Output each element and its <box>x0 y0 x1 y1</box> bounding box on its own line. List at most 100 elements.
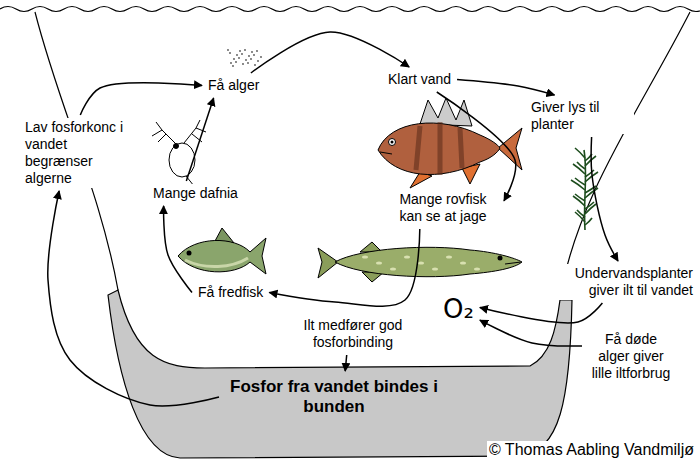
fish-eye <box>391 141 394 144</box>
fish-mouth <box>380 152 392 154</box>
cycle-arrow <box>437 92 516 201</box>
sediment-label: Fosfor fra vandet bindes i bunden <box>222 374 446 420</box>
fish-spot <box>376 261 382 264</box>
fish-spot <box>404 255 410 258</box>
node-text: O₂ <box>443 294 474 324</box>
plant-leaf <box>585 202 594 209</box>
node-text: Ilt medfører god fosforbinding <box>293 317 413 351</box>
fish-body <box>378 123 500 175</box>
perch-fish <box>378 98 522 188</box>
node-text: Mange dafnia <box>153 185 238 202</box>
algae-dot <box>233 58 235 60</box>
algae-dot <box>254 64 256 66</box>
lake-shore <box>560 12 690 300</box>
cycle-label: Ilt medfører god fosforbinding <box>290 316 416 352</box>
fish-eye <box>498 256 503 261</box>
fish-spots <box>362 255 480 270</box>
cycle-label: Få alger <box>205 76 262 95</box>
cycle-label: Undervandsplanter giver ilt til vandet <box>540 264 696 300</box>
cycle-label: Få fredfisk <box>195 283 266 302</box>
fish-eye <box>389 139 396 146</box>
node-text: Få fredfisk <box>198 284 263 301</box>
plant-leaf <box>573 196 585 206</box>
cycle-arrow <box>164 206 192 293</box>
fish-spot <box>446 255 452 258</box>
cycle-arrow <box>48 191 219 406</box>
algae-dot <box>247 62 249 64</box>
cycle-arrow <box>480 303 603 323</box>
plant-leaf <box>575 212 585 222</box>
copyright-note: © Thomas Aabling Vandmiljø <box>487 441 696 459</box>
plant-leaf <box>585 204 596 214</box>
cycle-arrow <box>80 83 202 115</box>
cycle-arrow <box>186 98 213 181</box>
fish-body <box>178 238 266 274</box>
fish-spot <box>362 255 368 258</box>
water-surface <box>0 7 700 12</box>
algae-dot <box>241 53 243 55</box>
plant-leaf <box>573 164 585 174</box>
daphnia <box>152 120 206 186</box>
fish-spot <box>418 261 424 264</box>
node-text: Få døde alger giver lille iltforbrug <box>588 331 674 382</box>
algae-dot <box>260 56 262 58</box>
algae-dot <box>229 52 231 54</box>
fish-spot <box>432 267 438 270</box>
fish-tail <box>498 128 522 170</box>
cycle-arrow <box>480 320 582 346</box>
cycle-label: Mange dafnia <box>150 184 241 203</box>
fish-belly <box>185 258 248 267</box>
cycle-label: Giver lys til planter <box>528 98 634 134</box>
algae-dot <box>248 55 250 57</box>
roach-fish <box>178 228 266 274</box>
daphnia-body <box>169 143 195 177</box>
algae-dot <box>245 59 247 61</box>
algae-dot <box>238 57 240 59</box>
plant-leaf <box>575 148 585 158</box>
cycle-label: Få døde alger giver lille iltforbrug <box>585 330 677 383</box>
algae-dot <box>239 50 241 52</box>
cycle-label: Lav fosforkonc i vandet begrænser algern… <box>22 118 128 188</box>
cycle-label: Klart vand <box>385 70 454 89</box>
algae-dot <box>235 61 237 63</box>
algae-dot <box>236 54 238 56</box>
cycle-arrow <box>269 229 419 306</box>
algae-dots <box>227 49 262 67</box>
node-text: Klart vand <box>388 71 451 88</box>
node-text: Undervandsplanter giver ilt til vandet <box>543 265 693 299</box>
algae-dot <box>256 50 258 52</box>
cycle-arrow <box>591 137 618 261</box>
algae-dot <box>257 60 259 62</box>
plant-leaf <box>571 180 585 190</box>
node-text: Fosfor fra vandet bindes i bunden <box>230 377 438 417</box>
algae-dot <box>244 49 246 51</box>
node-text: Få alger <box>208 77 259 94</box>
algae-dot <box>230 62 232 64</box>
algae-dot <box>232 65 234 67</box>
fish-mouth <box>505 262 521 264</box>
node-text: Lav fosforkonc i vandet begrænser algern… <box>25 119 125 187</box>
algae-dot <box>250 58 252 60</box>
cycle-arrow <box>457 80 554 96</box>
fish-spot <box>460 261 466 264</box>
oxygen-symbol: O₂ <box>440 293 477 325</box>
fish-spot <box>474 267 480 270</box>
node-text: Mange rovfisk kan se at jage <box>388 191 498 225</box>
sediment-band <box>108 290 572 458</box>
fish-fin <box>420 98 472 126</box>
fish-eye <box>187 251 192 256</box>
fish-spot <box>390 267 396 270</box>
pike-fish <box>318 242 522 282</box>
daphnia-antennae <box>152 120 206 186</box>
algae-dot <box>227 49 229 51</box>
cycle-label: Mange rovfisk kan se at jage <box>385 190 501 226</box>
cycle-arrow <box>345 355 347 371</box>
algae-dot <box>242 63 244 65</box>
fish-stripes <box>416 122 462 175</box>
plant-leaf <box>577 210 585 217</box>
algae-dot <box>251 51 253 53</box>
node-text: Giver lys til planter <box>531 99 631 133</box>
fish-tail <box>318 248 338 278</box>
fish-body <box>335 247 522 276</box>
